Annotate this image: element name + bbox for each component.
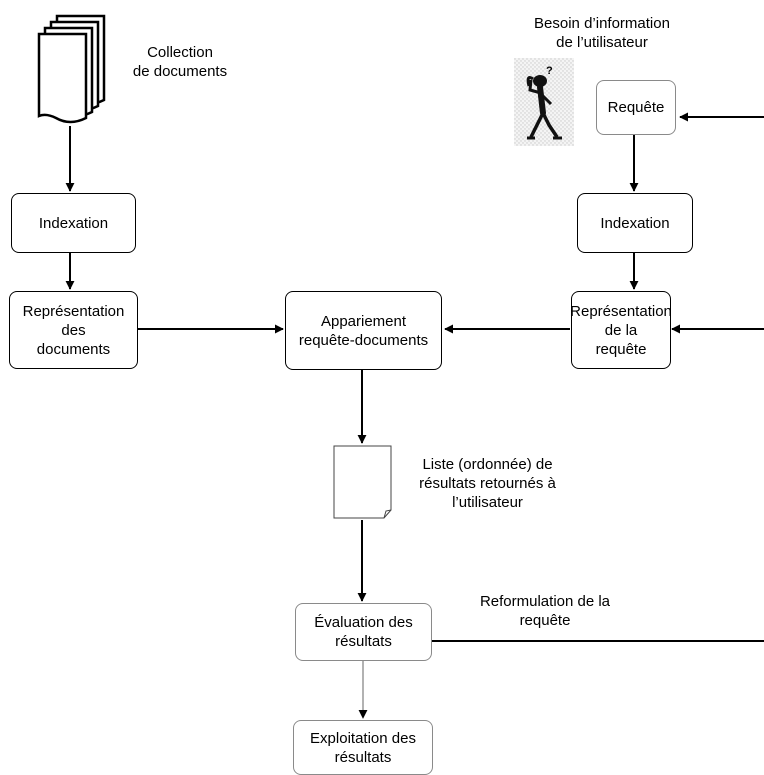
- box-requete: Requête: [596, 80, 676, 135]
- thinking-person-icon: ?: [514, 58, 574, 146]
- label-besoin-information: Besoin d’information de l’utilisateur: [534, 15, 670, 51]
- box-evaluation: Évaluation des résultats: [295, 603, 432, 661]
- box-indexation-documents: Indexation: [11, 193, 136, 253]
- svg-text:?: ?: [546, 65, 553, 77]
- stacked-documents-icon: [37, 14, 106, 124]
- box-representation-requete: Représentation de la requête: [570, 291, 672, 369]
- box-appariement: Appariement requête-documents: [285, 291, 442, 370]
- box-representation-documents: Représentation des documents: [9, 291, 138, 369]
- label-reformulation: Reformulation de la requête: [479, 593, 611, 629]
- label-collection: Collection de documents: [132, 44, 228, 80]
- box-indexation-requete: Indexation: [577, 193, 693, 253]
- document-page-icon: [333, 445, 392, 519]
- box-exploitation: Exploitation des résultats: [293, 720, 433, 775]
- label-liste-resultats: Liste (ordonnée) de résultats retournés …: [419, 456, 556, 511]
- connectors: [65, 112, 764, 642]
